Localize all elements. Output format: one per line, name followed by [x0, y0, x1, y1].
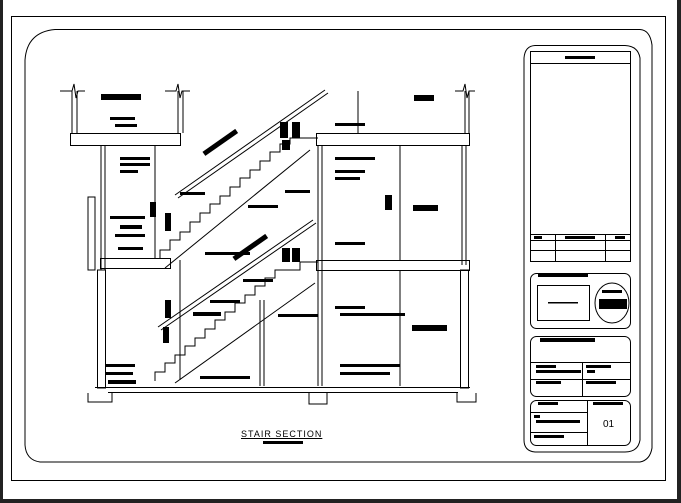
drawing-frame — [24, 29, 653, 463]
sheet-border — [11, 16, 666, 481]
title-block — [523, 45, 641, 453]
stair-section-drawing — [60, 83, 477, 444]
drawing-title: STAIR SECTION — [241, 429, 323, 439]
sheet-number: 01 — [603, 419, 615, 430]
